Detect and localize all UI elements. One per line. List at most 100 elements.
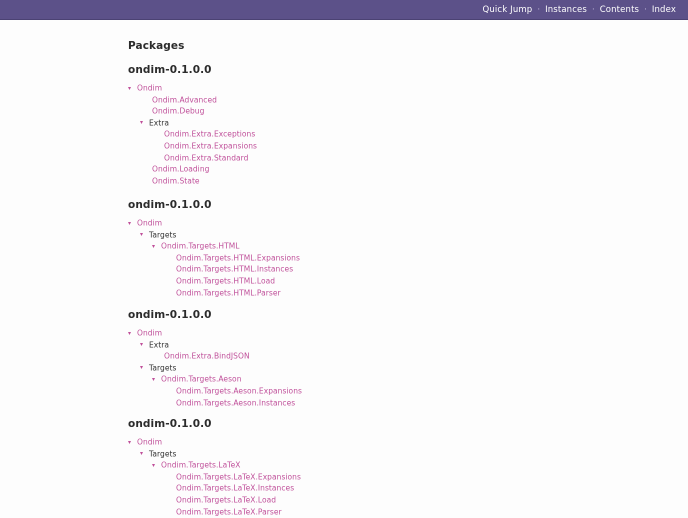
chevron-down-icon[interactable]: ▾ — [128, 84, 132, 92]
module-link[interactable]: Ondim — [137, 218, 163, 228]
tree-node: ▾ Ondim ▾ Targets ▾ Ondim.Targets.LaTeX Ondim.… — [128, 436, 301, 517]
tree-node: Ondim.Targets.LaTeX.Instances — [164, 482, 301, 494]
tree-node: Ondim.Targets.HTML.Instances — [164, 263, 300, 275]
tree-node-row: Ondim.Targets.HTML.Load — [164, 275, 300, 287]
tree-node: Ondim.Targets.HTML.Expansions — [164, 252, 300, 264]
tree-node: Ondim.Targets.Aeson.Instances — [164, 397, 302, 409]
nav-separator: · — [592, 4, 595, 15]
module-link[interactable]: Ondim.Targets.HTML.Load — [176, 276, 276, 286]
tree-node: Ondim.Targets.HTML.Parser — [164, 287, 300, 299]
nav-link-index[interactable]: Index — [651, 4, 676, 15]
module-link[interactable]: Ondim.Targets.HTML.Expansions — [176, 253, 300, 263]
module-link[interactable]: Ondim.Advanced — [152, 95, 217, 105]
tree-node: Ondim.Targets.LaTeX.Parser — [164, 506, 301, 518]
tree-node-row: Ondim.Targets.LaTeX.Instances — [164, 482, 301, 494]
nav-link-contents[interactable]: Contents — [599, 4, 640, 15]
tree-group-label: Extra — [149, 340, 170, 350]
tree-node: Ondim.Extra.Expansions — [152, 140, 257, 152]
tree-node: Ondim.Advanced — [140, 94, 257, 106]
tree-children: ▾ Targets ▾ Ondim.Targets.LaTeX Ondim.Target… — [128, 448, 301, 518]
tree-node-row: Ondim.Debug — [140, 105, 257, 117]
module-link[interactable]: Ondim.Targets.LaTeX.Expansions — [176, 472, 301, 482]
tree-group-label: Targets — [149, 449, 177, 459]
nav-separator: · — [644, 4, 647, 15]
chevron-down-icon[interactable]: ▾ — [128, 438, 132, 446]
module-link[interactable]: Ondim — [137, 83, 163, 93]
nav-link-quick-jump[interactable]: Quick Jump — [482, 4, 533, 15]
tree-node-row: Ondim.Targets.LaTeX.Load — [164, 494, 301, 506]
module-link[interactable]: Ondim.Targets.LaTeX.Instances — [176, 484, 295, 494]
module-link[interactable]: Ondim — [137, 328, 163, 338]
top-navigation-bar: Quick Jump · Instances · Contents · Index — [0, 0, 688, 20]
chevron-down-icon[interactable]: ▾ — [140, 341, 144, 349]
tree-node-row: ▾ Targets — [140, 448, 301, 460]
tree-group-label: Extra — [149, 118, 170, 128]
module-link[interactable]: Ondim.Targets.HTML — [161, 241, 240, 251]
tree-node-row: Ondim.Targets.LaTeX.Parser — [164, 506, 301, 518]
tree-node-row: ▾ Ondim.Targets.HTML — [152, 240, 300, 252]
chevron-down-icon[interactable]: ▾ — [128, 329, 132, 337]
module-link[interactable]: Ondim.Extra.BindJSON — [164, 351, 250, 361]
module-link[interactable]: Ondim.Targets.LaTeX.Load — [176, 495, 277, 505]
chevron-down-icon[interactable]: ▾ — [152, 461, 156, 469]
tree-node: Ondim.Debug — [140, 105, 257, 117]
tree-node-row: Ondim.Extra.Standard — [152, 152, 257, 164]
tree-node: Ondim.Targets.HTML.Load — [164, 275, 300, 287]
module-link[interactable]: Ondim.Targets.Aeson.Instances — [176, 398, 296, 408]
chevron-down-icon[interactable]: ▾ — [140, 119, 144, 127]
module-link[interactable]: Ondim.Extra.Expansions — [164, 141, 258, 151]
module-tree: ▾ Ondim ▾ Targets ▾ Ondim.Targets.LaTeX Ondim.… — [128, 436, 301, 517]
module-link[interactable]: Ondim.Targets.Aeson.Expansions — [176, 386, 302, 396]
chevron-down-icon[interactable]: ▾ — [152, 376, 156, 384]
module-link[interactable]: Ondim.State — [152, 176, 200, 186]
module-link[interactable]: Ondim.Debug — [152, 106, 205, 116]
module-link[interactable]: Ondim.Loading — [152, 164, 210, 174]
tree-node-row: ▾ Extra — [140, 339, 302, 351]
tree-node-row: ▾ Ondim — [128, 327, 302, 339]
module-link[interactable]: Ondim.Targets.HTML.Parser — [176, 288, 281, 298]
nav-separator: · — [537, 4, 541, 15]
tree-node-row: ▾ Ondim — [128, 82, 257, 94]
tree-node-row: ▾ Ondim — [128, 217, 300, 229]
tree-node-row: Ondim.Loading — [140, 163, 257, 175]
tree-node-row: Ondim.Advanced — [140, 94, 257, 106]
module-link[interactable]: Ondim.Targets.LaTeX — [161, 460, 241, 470]
module-link[interactable]: Ondim.Extra.Standard — [164, 153, 249, 163]
module-link[interactable]: Ondim.Targets.Aeson — [161, 375, 242, 385]
package-name: ondim-0.1.0.0 — [128, 418, 212, 430]
chevron-down-icon[interactable]: ▾ — [140, 364, 144, 372]
chevron-down-icon[interactable]: ▾ — [140, 231, 144, 239]
package-name: ondim-0.1.0.0 — [128, 309, 212, 321]
package-name: ondim-0.1.0.0 — [128, 64, 212, 76]
chevron-down-icon[interactable]: ▾ — [140, 450, 144, 458]
module-link[interactable]: Ondim.Extra.Exceptions — [164, 130, 256, 140]
nav-link-instances[interactable]: Instances — [545, 4, 587, 15]
tree-children: Ondim.Extra.BindJSON — [140, 350, 302, 362]
tree-group-label: Targets — [149, 230, 177, 240]
tree-node-row: ▾ Ondim — [128, 436, 301, 448]
tree-node: Ondim.State — [140, 175, 257, 187]
module-link[interactable]: Ondim.Targets.HTML.Instances — [176, 265, 294, 275]
module-link[interactable]: Ondim — [137, 437, 163, 447]
chevron-down-icon[interactable]: ▾ — [128, 219, 132, 227]
chevron-down-icon[interactable]: ▾ — [152, 242, 156, 250]
tree-node-row: Ondim.Targets.Aeson.Instances — [164, 397, 302, 409]
tree-node-row: Ondim.State — [140, 175, 257, 187]
